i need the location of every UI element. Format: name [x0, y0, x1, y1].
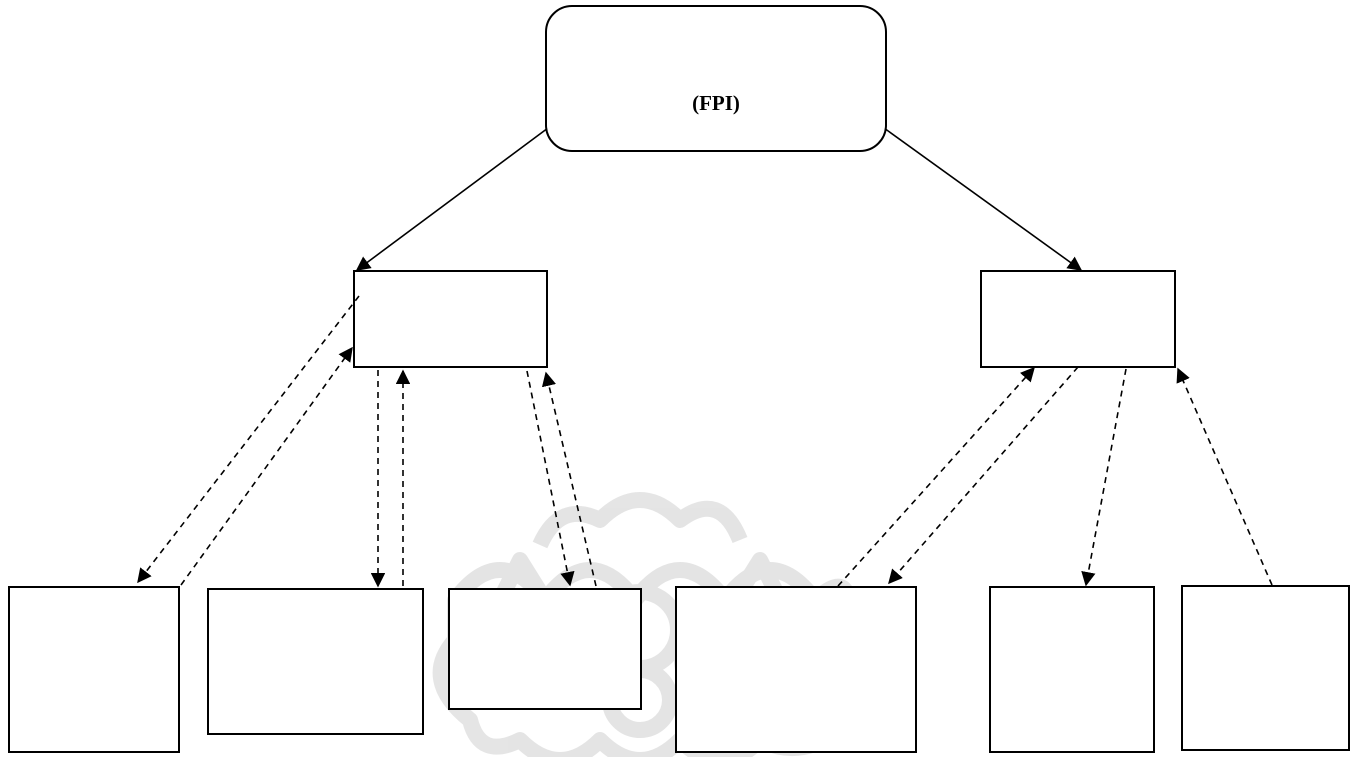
box6-to-right-mid-dashed: [1176, 367, 1273, 586]
root-node-label: (FPI): [692, 91, 740, 115]
right-mid-to-box4-dashed: [888, 366, 1079, 585]
left-mid-box: [353, 270, 548, 368]
box4-to-right-mid-dashed: [837, 366, 1035, 587]
bottom-box-1: [8, 586, 180, 753]
bottom-box-4: [675, 586, 917, 753]
bottom-box-6: [1181, 585, 1350, 751]
left-mid-to-box3-dashed: [526, 370, 575, 587]
left-mid-to-box1-dashed: [137, 295, 360, 584]
bottom-box-2: [207, 588, 424, 735]
root-to-right-connector: [883, 127, 1083, 271]
bottom-box-3: [448, 588, 642, 710]
root-node: (FPI): [545, 5, 887, 152]
box1-to-left-mid-dashed: [180, 346, 353, 586]
box3-to-left-mid-dashed: [541, 371, 597, 587]
bottom-box-5: [989, 586, 1155, 753]
root-to-left-connector: [355, 127, 549, 271]
right-mid-box: [980, 270, 1176, 368]
right-mid-to-box5-dashed: [1081, 368, 1127, 587]
